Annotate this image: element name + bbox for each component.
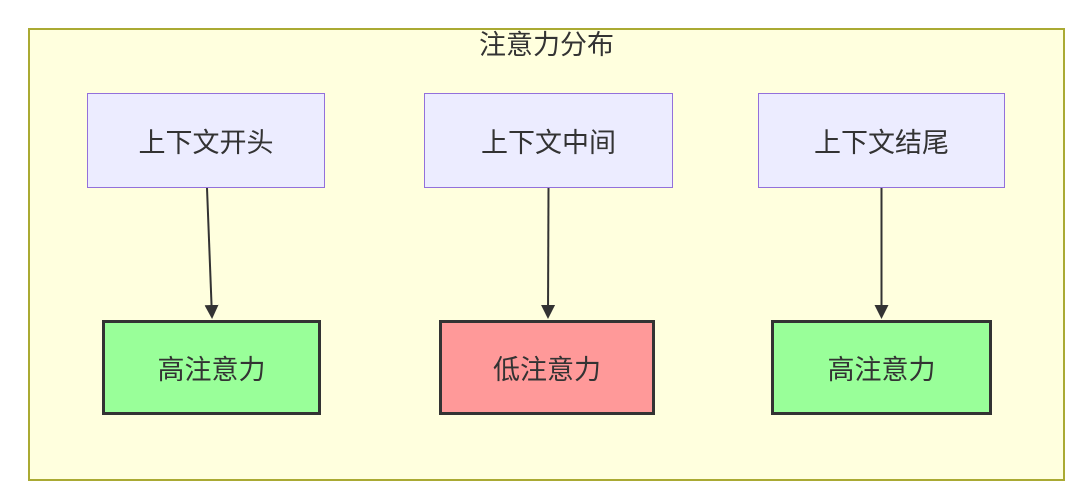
node-context-end: 上下文结尾 — [758, 93, 1005, 188]
node-context-start: 上下文开头 — [87, 93, 325, 188]
node-context-middle: 上下文中间 — [424, 93, 673, 188]
arrow-context-middle-to-attention — [541, 187, 556, 319]
arrow-context-start-to-attention — [204, 187, 219, 319]
edges-layer — [204, 187, 889, 319]
node-high-attention-end: 高注意力 — [771, 320, 992, 415]
node-high-attention-start: 高注意力 — [102, 320, 321, 415]
node-low-attention-middle: 低注意力 — [439, 320, 655, 415]
cluster-title: 注意力分布 — [479, 30, 614, 60]
attention-distribution-cluster: 注意力分布 上下文开头 上下文中间 上下文结尾 高注意力 低注意力 高注意力 — [28, 28, 1065, 481]
